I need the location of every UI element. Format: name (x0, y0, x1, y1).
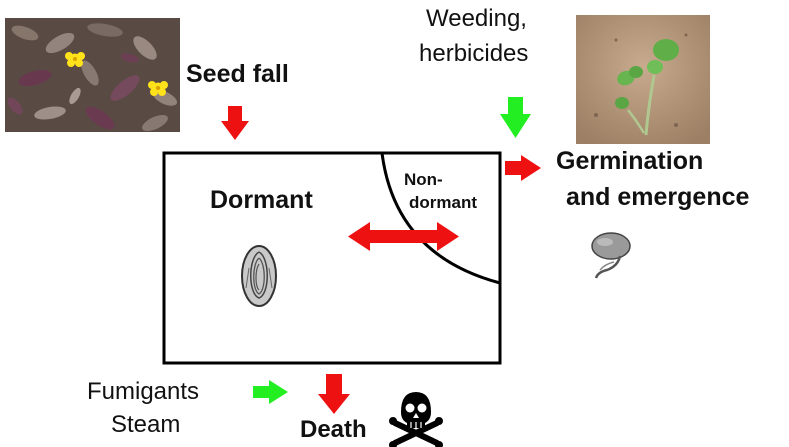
death-label: Death (300, 416, 367, 444)
fumigants-arrow (253, 380, 288, 404)
fumigants-label: Fumigants (87, 378, 199, 406)
non-dormant-label-line2: dormant (409, 193, 477, 213)
skull-and-crossbones-icon (389, 392, 443, 447)
dormant-seed-icon (242, 246, 276, 306)
seedbank-box (164, 153, 500, 363)
seed-fall-label: Seed fall (186, 60, 289, 89)
germination-arrow (505, 155, 541, 181)
steam-label: Steam (111, 411, 180, 439)
weeding-label: Weeding, (426, 5, 527, 33)
death-arrow (318, 374, 350, 414)
non-dormant-label-line1: Non- (404, 170, 443, 190)
emergence-label: and emergence (566, 183, 749, 212)
dormant-label: Dormant (210, 186, 313, 215)
germination-label: Germination (556, 147, 703, 176)
herbicides-label: herbicides (419, 40, 528, 68)
germinating-seed-icon (592, 233, 630, 278)
weeding-arrow (500, 97, 531, 138)
dormancy-transition-arrow (348, 222, 459, 251)
seed-fall-arrow (221, 106, 249, 140)
